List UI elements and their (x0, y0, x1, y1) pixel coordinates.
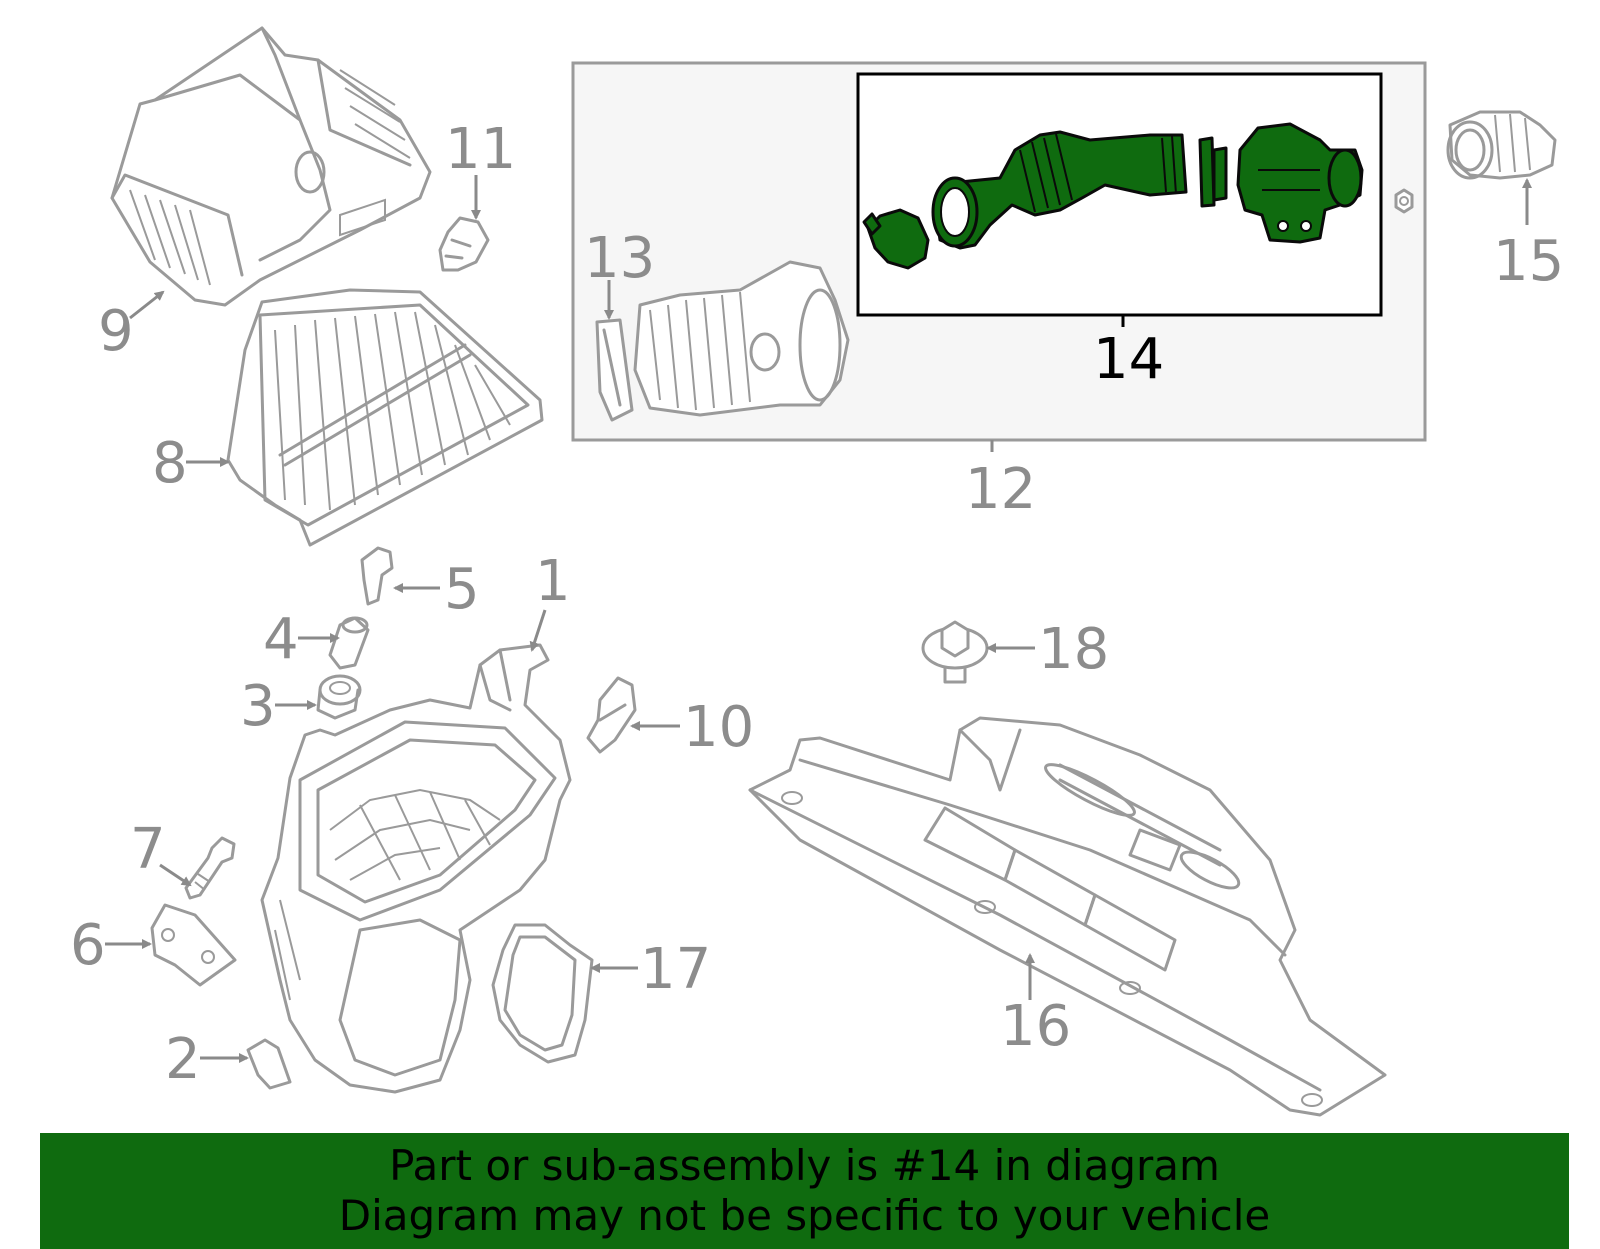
part-18-nut[interactable] (921, 620, 989, 684)
leader-lines (105, 175, 1532, 1063)
callout-16[interactable]: 16 (1000, 994, 1071, 1059)
callouts: 9 11 8 13 14 12 15 5 4 1 3 10 18 7 6 17 … (70, 117, 1564, 1092)
callout-12[interactable]: 12 (965, 457, 1036, 522)
banner-line-2: Diagram may not be specific to your vehi… (338, 1191, 1271, 1240)
callout-8[interactable]: 8 (152, 431, 188, 496)
callout-3[interactable]: 3 (240, 674, 276, 739)
part-14-resonator-duct[interactable] (862, 122, 1364, 270)
callout-6[interactable]: 6 (70, 913, 106, 978)
callout-14[interactable]: 14 (1093, 327, 1164, 392)
callout-10[interactable]: 10 (683, 695, 754, 760)
part-8-air-filter[interactable] (226, 288, 544, 547)
intake-hose[interactable] (633, 260, 850, 417)
part-1-air-cleaner-body[interactable] (260, 643, 572, 1094)
callout-13[interactable]: 13 (584, 226, 655, 291)
callout-9[interactable]: 9 (98, 299, 134, 364)
callout-4[interactable]: 4 (263, 607, 299, 672)
part-6-bracket[interactable] (150, 903, 237, 987)
part-3-grommet[interactable] (316, 674, 362, 720)
info-banner: Part or sub-assembly is #14 in diagram D… (40, 1133, 1569, 1249)
callout-5[interactable]: 5 (444, 557, 480, 622)
callout-18[interactable]: 18 (1038, 617, 1109, 682)
part-9-air-cleaner-cover[interactable] (110, 26, 432, 307)
part-16-air-guide[interactable] (748, 716, 1387, 1117)
part-4-sleeve[interactable] (328, 616, 370, 670)
callout-11[interactable]: 11 (445, 117, 516, 182)
part-10-sensor-plug[interactable] (586, 676, 637, 754)
callout-17[interactable]: 17 (640, 937, 711, 1002)
part-7-bolt[interactable] (184, 836, 236, 900)
part-5-push-pin[interactable] (360, 546, 394, 606)
callout-1[interactable]: 1 (535, 549, 571, 614)
callout-15[interactable]: 15 (1493, 229, 1564, 294)
part-2-clip[interactable] (246, 1038, 292, 1090)
part-17-seal[interactable] (491, 923, 594, 1064)
part-15-hose-connector[interactable] (1446, 110, 1557, 180)
callout-2[interactable]: 2 (165, 1027, 201, 1092)
callout-7[interactable]: 7 (130, 817, 166, 882)
part-11-sensor[interactable] (438, 216, 490, 272)
part-13-clamp[interactable] (595, 318, 634, 422)
banner-line-1: Part or sub-assembly is #14 in diagram (389, 1141, 1220, 1190)
nut-small[interactable] (1394, 188, 1414, 214)
